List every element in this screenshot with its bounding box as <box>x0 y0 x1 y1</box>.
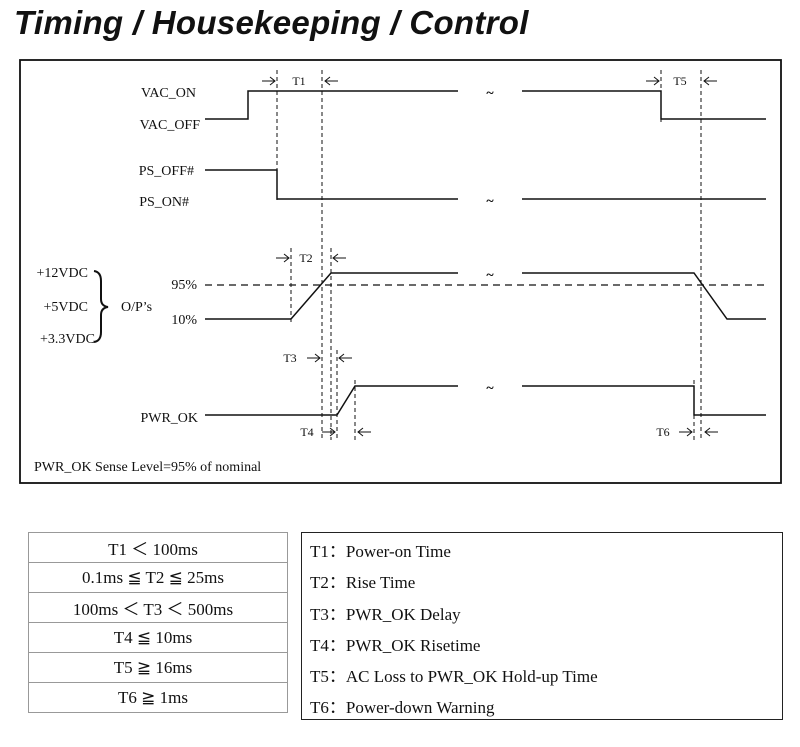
diagram-frame <box>19 59 782 484</box>
t5-arrow-left <box>646 76 660 86</box>
t2-arrow-left <box>276 253 290 263</box>
t1-arrow-left <box>262 76 276 86</box>
page-title: Timing / Housekeeping / Control <box>14 4 529 41</box>
pwr-ok-waveform <box>205 385 766 416</box>
definition-t4: T4：PWR_OK Risetime <box>310 635 481 655</box>
table-row: T1 ＜ 100ms <box>28 532 288 563</box>
timing-diagram: VAC_ON VAC_OFF PS_OFF# PS_ON# +12VDC +5V… <box>19 59 782 484</box>
vac-off-label: VAC_OFF <box>140 118 201 133</box>
break-symbol: ~ <box>486 194 494 209</box>
t6-arrow-right <box>704 427 718 437</box>
definition-t6: T6：Power-down Warning <box>310 698 495 718</box>
t4-arrow-right <box>357 427 371 437</box>
t3-marker: T3 <box>283 351 296 365</box>
t1-arrow-right <box>324 76 338 86</box>
spec-cell-t6: T6 ≧ 1ms <box>28 682 288 713</box>
spec-cell-t1: T1 ＜ 100ms <box>28 532 288 563</box>
t2-arrow-right <box>332 253 346 263</box>
ps-off-label: PS_OFF# <box>139 164 194 179</box>
vac-on-label: VAC_ON <box>141 86 196 101</box>
table-row: T6 ≧ 1ms <box>28 682 288 713</box>
table-row: T4 ≦ 10ms <box>28 622 288 653</box>
t5-arrow-right <box>703 76 717 86</box>
table-row: 100ms ＜ T3 ＜ 500ms <box>28 592 288 623</box>
sense-level-note: PWR_OK Sense Level=95% of nominal <box>34 460 261 475</box>
rails-brace <box>93 270 109 343</box>
spec-cell-t3: 100ms ＜ T3 ＜ 500ms <box>28 592 288 623</box>
level-10-label: 10% <box>171 313 197 328</box>
break-symbol: ~ <box>486 381 494 396</box>
definition-t5: T5：AC Loss to PWR_OK Hold-up Time <box>310 667 598 687</box>
break-symbol: ~ <box>486 86 494 101</box>
v12-label: +12VDC <box>37 266 88 281</box>
timing-definitions-box: T1：Power-on Time T2：Rise Time T3：PWR_OK … <box>301 532 783 720</box>
t1-marker: T1 <box>292 74 305 88</box>
break-symbol: ~ <box>486 268 494 283</box>
table-row: 0.1ms ≦ T2 ≦ 25ms <box>28 562 288 593</box>
table-row: T5 ≧ 16ms <box>28 652 288 683</box>
spec-cell-t2: 0.1ms ≦ T2 ≦ 25ms <box>28 562 288 593</box>
definition-t1: T1：Power-on Time <box>310 542 451 561</box>
spec-cell-t4: T4 ≦ 10ms <box>28 622 288 653</box>
t3-arrow-right <box>338 353 352 363</box>
t4-marker: T4 <box>300 425 313 439</box>
t5-marker: T5 <box>673 74 686 88</box>
spec-cell-t5: T5 ≧ 16ms <box>28 652 288 683</box>
timing-spec-table: T1 ＜ 100ms 0.1ms ≦ T2 ≦ 25ms 100ms ＜ T3 … <box>28 532 288 713</box>
pwr-ok-label: PWR_OK <box>140 411 198 426</box>
t6-marker: T6 <box>656 425 669 439</box>
t6-arrow-left <box>679 427 693 437</box>
t3-arrow-left <box>307 353 321 363</box>
ps-on-label: PS_ON# <box>139 195 189 210</box>
definition-t2: T2：Rise Time <box>310 573 416 593</box>
level-95-label: 95% <box>171 278 197 293</box>
output-voltage-waveform <box>205 272 766 320</box>
v33-label: +3.3VDC <box>40 332 95 347</box>
t4-arrow-left <box>322 427 336 437</box>
outputs-label: O/P’s <box>121 300 152 315</box>
t2-marker: T2 <box>299 251 312 265</box>
definition-t3: T3：PWR_OK Delay <box>310 604 461 624</box>
v5-label: +5VDC <box>44 300 88 315</box>
